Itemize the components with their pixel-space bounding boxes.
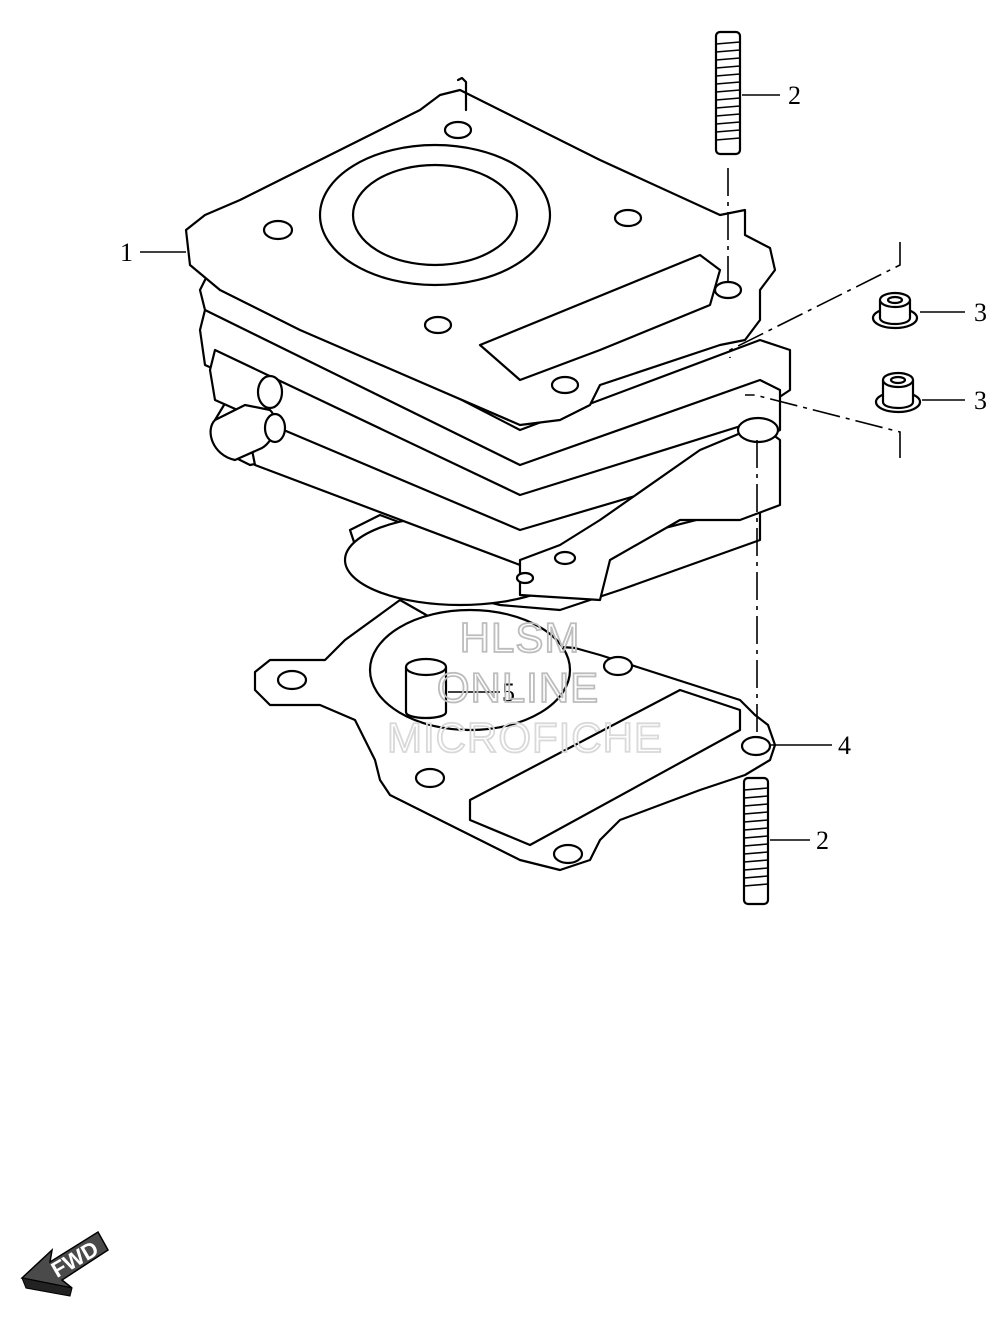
callout-2-top: 2 [788, 81, 801, 110]
watermark-line-2: ONLINE [437, 664, 599, 711]
dowel-pin-part[interactable] [404, 657, 448, 720]
callout-4: 4 [838, 731, 851, 760]
watermark: HLSM ONLINE MICROFICHE [386, 613, 663, 762]
watermark-line-1: HLSM [460, 614, 581, 661]
stud-bolt-bottom[interactable] [742, 776, 770, 906]
callout-5: 5 [502, 678, 515, 707]
stud-bolt-top[interactable] [714, 30, 742, 156]
assembly-lines [727, 168, 901, 735]
callout-1: 1 [120, 238, 133, 267]
callout-3-lower: 3 [974, 386, 987, 415]
fwd-arrow-icon: FWD [20, 1230, 109, 1297]
flange-nut-lower[interactable] [874, 371, 922, 414]
callout-2-bottom: 2 [816, 826, 829, 855]
cylinder-part[interactable] [184, 76, 792, 612]
callout-3-upper: 3 [974, 298, 987, 327]
watermark-line-3: MICROFICHE [387, 714, 663, 761]
flange-nut-upper[interactable] [871, 291, 919, 330]
leader-lines [140, 94, 965, 841]
